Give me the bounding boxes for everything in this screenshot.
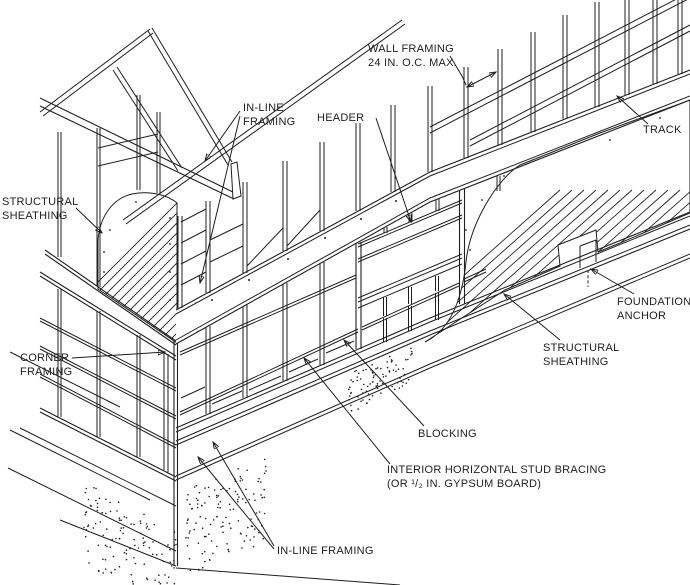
left-wall-framing (39, 289, 179, 566)
label-blocking: BLOCKING (418, 428, 477, 440)
track-band (175, 69, 690, 345)
corner-framing-leader (71, 352, 165, 359)
foundation-anchor-detail (579, 239, 597, 287)
wall-framing-dimension-arrow (467, 72, 496, 87)
foundation-stipple-right (185, 458, 267, 572)
in-line-framing-bottom-leader-1 (198, 457, 275, 550)
label-foundation-anchor-line2: ANCHOR (617, 310, 666, 322)
label-in-line-framing-bottom: IN-LINE FRAMING (277, 545, 374, 557)
label-structural-sheathing-right-line1: STRUCTURAL (543, 342, 619, 354)
label-wall-framing-line2: 24 IN. O.C. MAX. (368, 57, 457, 69)
foundation (7, 211, 690, 585)
label-corner-framing-line1: CORNER (20, 352, 69, 364)
label-structural-sheathing-left-line2: SHEATHING (2, 210, 68, 222)
label-header: HEADER (317, 112, 364, 124)
in-line-framing-top-leader-1 (205, 110, 241, 161)
header-leader (375, 117, 411, 222)
blocking-leader (344, 340, 425, 427)
interior-bracing-leader (304, 358, 391, 465)
label-corner-framing-line2: FRAMING (20, 366, 72, 378)
right-wall-framing-upper (177, 0, 690, 308)
label-interior-bracing-line2: (OR ¹/₂ IN. GYPSUM BOARD) (387, 478, 541, 490)
label-track: TRACK (643, 124, 682, 136)
in-line-framing-top-leader-2 (200, 115, 241, 283)
foundation-anchor-leader (591, 269, 635, 295)
wall-framing-leader (449, 55, 467, 86)
roof-framing (39, 19, 406, 287)
structural-sheathing-right-leader (504, 294, 561, 341)
foundation-stipple-mid (348, 347, 413, 412)
label-foundation-anchor-line1: FOUNDATION (617, 296, 690, 308)
labels: WALL FRAMING 24 IN. O.C. MAX. IN-LINE FR… (2, 43, 690, 557)
leader-arrows (71, 55, 649, 550)
in-line-framing-bottom-leader-2 (213, 442, 275, 547)
label-in-line-framing-top-line1: IN-LINE (243, 102, 284, 114)
label-in-line-framing-top-line2: FRAMING (243, 116, 295, 128)
label-wall-framing-line1: WALL FRAMING (368, 43, 454, 55)
label-structural-sheathing-right-line2: SHEATHING (543, 356, 609, 368)
right-wall-framing-lower (179, 176, 501, 416)
structural-sheathing-left-leader (75, 207, 102, 233)
track-leader (617, 96, 649, 125)
foundation-stipple-left (83, 487, 177, 585)
label-structural-sheathing-left-line1: STRUCTURAL (2, 196, 78, 208)
label-interior-bracing-line1: INTERIOR HORIZONTAL STUD BRACING (387, 464, 606, 476)
